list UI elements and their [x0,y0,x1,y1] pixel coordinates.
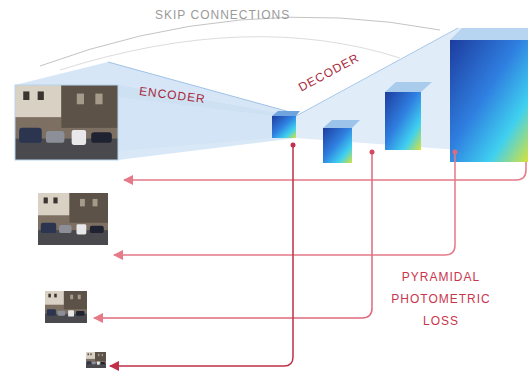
skip-label: SKIP CONNECTIONS [155,8,290,22]
loss-label: PYRAMIDAL PHOTOMETRIC LOSS [385,266,497,332]
